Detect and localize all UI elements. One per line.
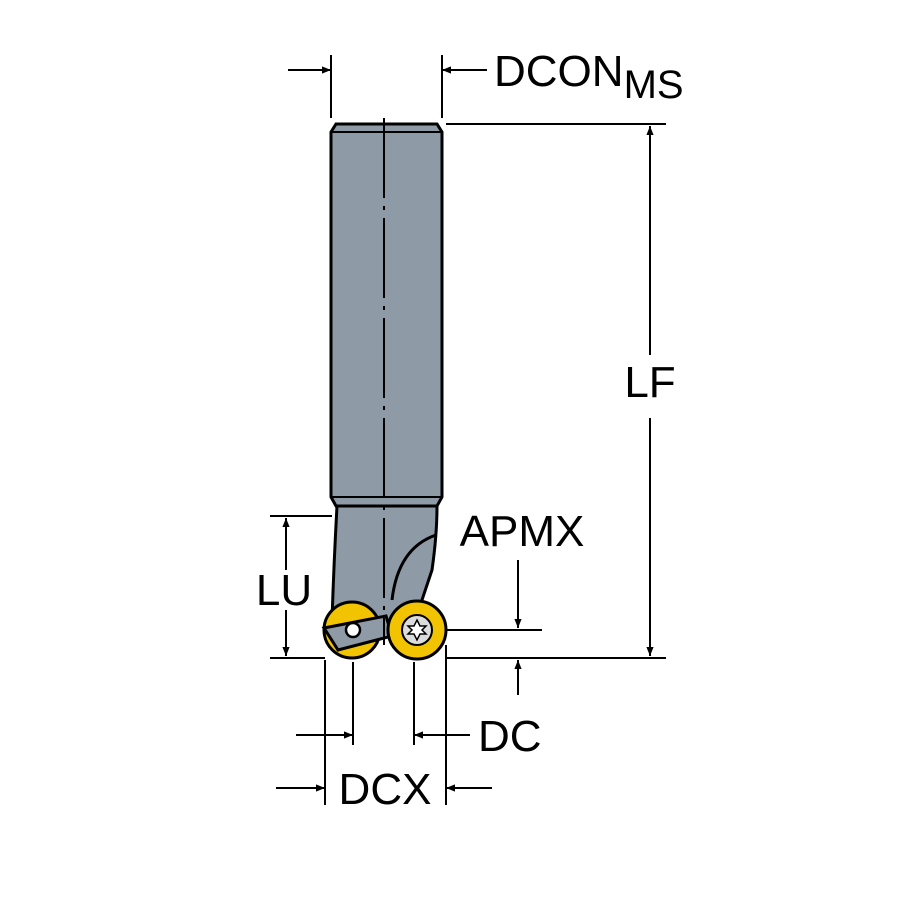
apmx-label: APMX — [460, 507, 585, 556]
tool-shank — [329, 122, 444, 508]
dcon-subscript: MS — [624, 63, 684, 107]
insert-left-screw-hole — [344, 621, 362, 639]
dc-label: DC — [478, 712, 542, 761]
lf-label: LF — [624, 358, 675, 407]
insert-right — [386, 599, 448, 661]
dcx-label: DCX — [339, 765, 432, 814]
lu-label: LU — [256, 566, 312, 615]
torx-screw-icon — [406, 618, 428, 642]
chip-flute — [390, 533, 437, 601]
dimension-lines — [270, 55, 666, 805]
end-mill-tool — [321, 118, 448, 661]
dcon-label: DCONMS — [494, 47, 684, 107]
